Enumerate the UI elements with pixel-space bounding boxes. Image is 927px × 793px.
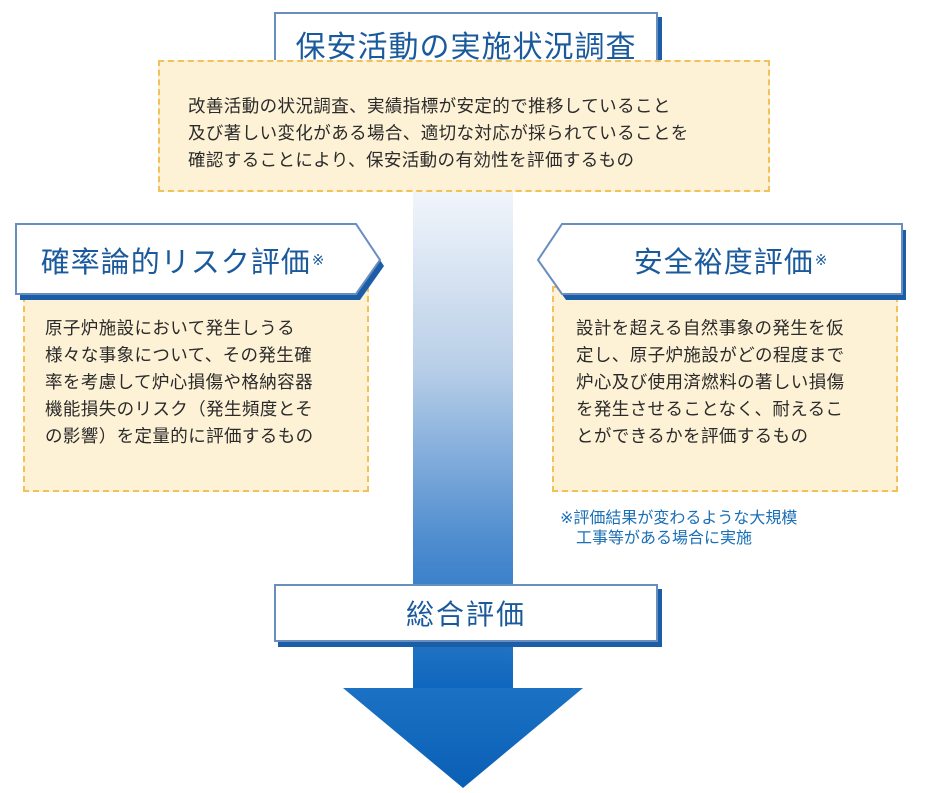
top-description-line: 確認することにより、保安活動の有効性を評価するもの	[188, 151, 635, 171]
right-description-box: 設計を超える自然事象の発生を仮 定し、原子炉施設がどの程度まで 炉心及び使用済燃…	[552, 286, 898, 492]
right-title-mark: ※	[814, 251, 829, 269]
right-description-line: を発生させることなく、耐えるこ	[576, 400, 844, 420]
left-description-line: の影響）を定量的に評価するもの	[45, 427, 314, 447]
bottom-title: 総合評価	[405, 598, 526, 631]
right-description-line: とができるかを評価するもの	[576, 427, 809, 447]
top-description-box: 改善活動の状況調査、実績指標が安定的で推移していること 及び著しい変化がある場合…	[158, 60, 770, 192]
right-description-line: 定し、原子炉施設がどの程度まで	[576, 346, 845, 366]
right-title-shape	[536, 223, 906, 300]
footnote: ※評価結果が変わるような大規模 工事等がある場合に実施	[560, 508, 797, 548]
arrow-head	[343, 688, 583, 788]
top-title-box: 保安活動の実施状況調査	[274, 12, 658, 76]
bottom-title-box: 総合評価	[274, 584, 658, 642]
right-description-line: 設計を超える自然事象の発生を仮	[576, 319, 844, 339]
top-description-line: 改善活動の状況調査、実績指標が安定的で推移していること	[188, 97, 671, 117]
right-description-line: 炉心及び使用済燃料の著しい損傷	[576, 373, 845, 393]
left-description-line: 機能損失のリスク（発生頻度とそ	[45, 400, 313, 420]
top-description-line: 及び著しい変化がある場合、適切な対応が採られていることを	[188, 124, 689, 144]
footnote-line: 工事等がある場合に実施	[560, 528, 753, 547]
right-title-box: 安全裕度評価※	[566, 226, 896, 294]
left-title-shape	[15, 223, 384, 300]
left-description-line: 様々な事象について、その発生確	[45, 346, 313, 366]
left-title-box: 確率論的リスク評価※	[18, 226, 348, 294]
left-title-mark: ※	[311, 251, 326, 269]
left-title: 確率論的リスク評価	[40, 245, 311, 279]
left-description-line: 率を考慮して炉心損傷や格納容器	[45, 373, 313, 393]
top-title: 保安活動の実施状況調査	[295, 30, 637, 65]
left-description-box: 原子炉施設において発生しうる 様々な事象について、その発生確 率を考慮して炉心損…	[23, 286, 369, 492]
left-description-line: 原子炉施設において発生しうる	[45, 319, 296, 339]
footnote-line: ※評価結果が変わるような大規模	[560, 508, 798, 527]
right-title: 安全裕度評価	[633, 245, 814, 279]
